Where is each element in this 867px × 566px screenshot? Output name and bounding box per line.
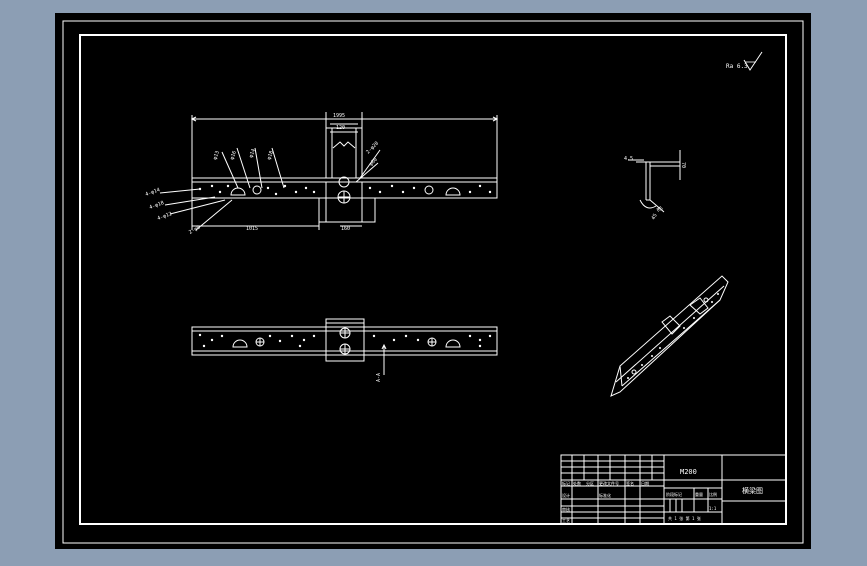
col-label-4: 签名 bbox=[626, 480, 634, 486]
drawing-title: 横梁图 bbox=[742, 486, 763, 495]
top-view bbox=[159, 112, 499, 231]
col-label-1: 处数 bbox=[573, 480, 581, 486]
col-label-2: 分区 bbox=[586, 480, 594, 486]
stage-label-2: 阶段标记 bbox=[666, 491, 682, 497]
section-mark: A-A bbox=[376, 373, 382, 382]
center-dim-label: 120 bbox=[336, 125, 345, 131]
callout-6: φ16 bbox=[229, 150, 238, 161]
model-space bbox=[55, 13, 811, 549]
row-label-4: 工艺 bbox=[562, 518, 570, 523]
stage-label-4: 比例 bbox=[709, 491, 717, 497]
scale-value: 1:1 bbox=[709, 506, 717, 511]
callout-4: 2-φ9 bbox=[188, 225, 201, 236]
overall-dim-label: 1995 bbox=[333, 113, 345, 119]
front-view-holes bbox=[198, 333, 492, 348]
callout-7: φ14 bbox=[248, 148, 257, 159]
callout-2: 4-φ18 bbox=[149, 200, 165, 211]
outer-frame bbox=[62, 20, 804, 544]
right-callout-2: φ60 bbox=[368, 157, 379, 168]
section-left-label: 4.5 bbox=[624, 156, 633, 162]
callout-3: 4-φ12 bbox=[157, 211, 173, 222]
callout-5: φ13 bbox=[212, 150, 221, 161]
front-view bbox=[191, 318, 498, 375]
section-right-label: 70 bbox=[680, 162, 686, 168]
section-bottom-label-1: R5 bbox=[656, 206, 664, 214]
section-view bbox=[628, 150, 681, 213]
left-span-dim-label: 1015 bbox=[246, 226, 258, 232]
part-name: M200 bbox=[680, 468, 697, 476]
row-label-2: 设计 bbox=[562, 492, 570, 498]
stage-label-3: 重量 bbox=[695, 491, 703, 497]
col-label-3: 更改文件号 bbox=[599, 480, 619, 486]
roughness-text: Ra 6.3 bbox=[726, 63, 748, 70]
isometric-holes bbox=[627, 293, 719, 379]
isometric-view bbox=[610, 275, 729, 397]
drawing-border bbox=[79, 34, 787, 525]
stage-label-1: 标准化 bbox=[599, 492, 611, 498]
block-dim-label: 160 bbox=[341, 226, 350, 232]
row-label-1: 标记 bbox=[562, 480, 570, 486]
callout-8: φ18 bbox=[266, 150, 275, 161]
section-bottom-label-2: 45 bbox=[651, 213, 659, 221]
top-view-holes bbox=[198, 184, 492, 196]
sheet-info: 共 1 张 第 1 张 bbox=[668, 515, 701, 521]
roughness-symbol: Ra 6.3 bbox=[726, 51, 763, 71]
row-label-3: 审核 bbox=[562, 506, 570, 512]
col-label-5: 日期 bbox=[641, 480, 649, 486]
callout-1: 4-φ14 bbox=[145, 187, 161, 198]
title-block bbox=[560, 454, 787, 525]
